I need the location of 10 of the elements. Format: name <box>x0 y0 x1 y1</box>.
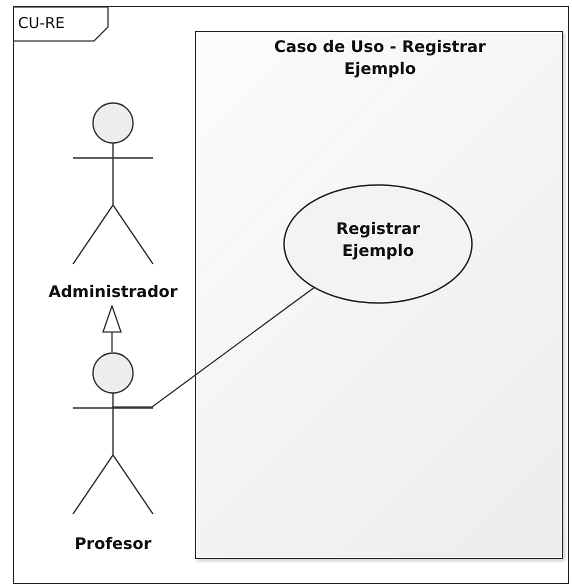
system-title: Caso de Uso - Registrar Ejemplo <box>273 36 487 80</box>
use-case-ellipse <box>283 184 473 304</box>
association-line <box>112 287 315 408</box>
actor-name: Administrador <box>47 281 179 303</box>
diagram-frame <box>13 6 569 584</box>
use-case-name: Registrar Ejemplo <box>335 218 421 262</box>
system-boundary <box>195 31 563 559</box>
generalization-arrow <box>102 305 122 352</box>
actor-name: Profesor <box>74 533 152 555</box>
frame-name: CU-RE <box>18 13 65 34</box>
